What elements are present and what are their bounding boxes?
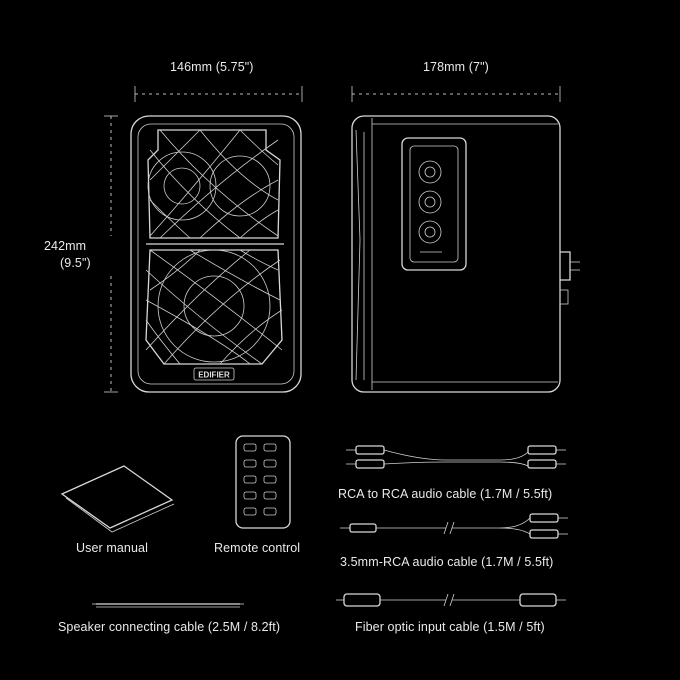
rca-cable-icon [346, 445, 566, 469]
user-manual-label: User manual [76, 541, 148, 555]
fiber-cable-label: Fiber optic input cable (1.5M / 5ft) [355, 620, 545, 634]
rca-cable-label: RCA to RCA audio cable (1.7M / 5.5ft) [338, 487, 553, 501]
depth-label: 178mm (7") [423, 60, 489, 74]
speaker-front-view: EDIFIER [130, 115, 302, 393]
aux-cable-icon [340, 513, 568, 539]
user-manual-icon [60, 465, 175, 533]
height-dimension-line [104, 115, 118, 393]
speaker-cable-icon [92, 603, 244, 608]
remote-control-label: Remote control [214, 541, 301, 555]
remote-control-icon [235, 435, 291, 529]
speaker-cable-label: Speaker connecting cable (2.5M / 8.2ft) [58, 620, 281, 634]
width-label: 146mm (5.75") [170, 60, 254, 74]
height-label-mm: 242mm [44, 239, 87, 253]
depth-dimension-line [351, 86, 561, 102]
height-label-in: (9.5") [60, 256, 91, 270]
speaker-side-view [351, 115, 580, 393]
edifier-logo: EDIFIER [198, 371, 230, 380]
width-dimension-line [134, 86, 303, 102]
fiber-cable-icon [336, 593, 566, 607]
aux-cable-label: 3.5mm-RCA audio cable (1.7M / 5.5ft) [340, 555, 554, 569]
